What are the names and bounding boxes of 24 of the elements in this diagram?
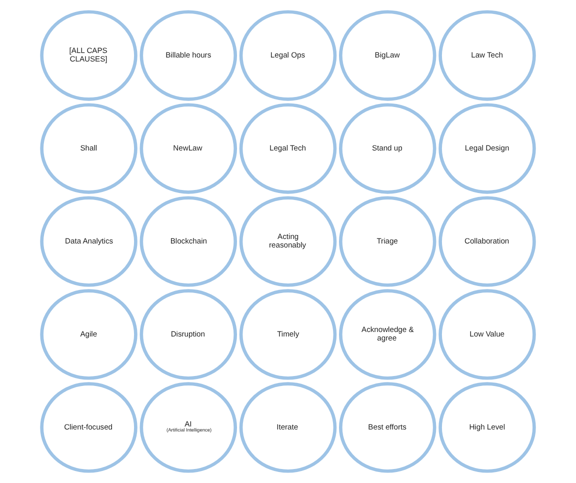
- node-circle: Legal Tech: [239, 103, 337, 194]
- node-circle: Iterate: [239, 382, 337, 473]
- node-circle: Legal Design: [438, 103, 536, 194]
- node-circle: BigLaw: [339, 10, 436, 101]
- node-circle: Client-focused: [40, 382, 138, 473]
- node-circle: Triage: [339, 196, 436, 287]
- node-circle: Timely: [239, 289, 337, 380]
- node-circle: Shall: [40, 103, 138, 194]
- node-circle: Law Tech: [438, 10, 536, 101]
- node-circle: Data Analytics: [40, 196, 138, 287]
- node-circle: Disruption: [140, 289, 237, 380]
- node-circle: [ALL CAPS CLAUSES]: [40, 10, 138, 101]
- node-circle: Acting reasonably: [239, 196, 337, 287]
- node-circle: Low Value: [438, 289, 536, 380]
- node-circle: NewLaw: [140, 103, 237, 194]
- node-circle: Legal Ops: [239, 10, 337, 101]
- node-circle: Agile: [40, 289, 138, 380]
- node-circle: Stand up: [339, 103, 436, 194]
- node-circle: Acknowledge & agree: [339, 289, 436, 380]
- node-circle: Blockchain: [140, 196, 237, 287]
- node-circle: Best efforts: [339, 382, 436, 473]
- node-circle: Billable hours: [140, 10, 237, 101]
- node-circle: Collaboration: [438, 196, 536, 287]
- node-circle: High Level: [438, 382, 536, 473]
